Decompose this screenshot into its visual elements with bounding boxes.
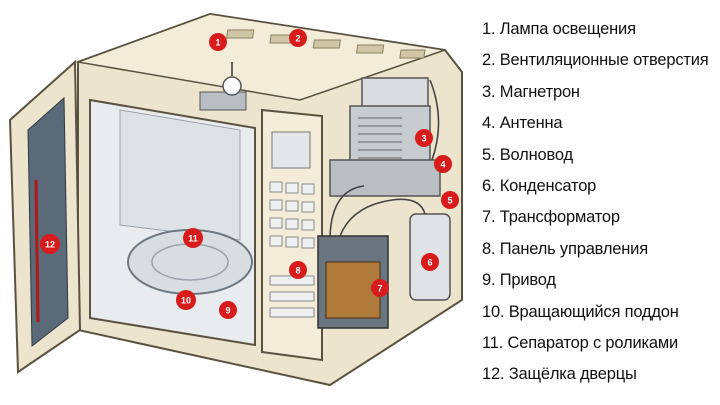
legend-item: 6. Конденсатор [482, 176, 597, 195]
marker-12: 12 [40, 234, 60, 254]
legend-item: 8. Панель управления [482, 239, 648, 258]
panel-buttons [269, 181, 315, 318]
marker-3: 3 [415, 129, 433, 147]
svg-text:12: 12 [45, 240, 55, 250]
legend-item: 7. Трансформатор [482, 208, 620, 227]
svg-text:6: 6 [427, 258, 432, 268]
marker-6: 6 [421, 253, 439, 271]
svg-text:2: 2 [295, 34, 300, 44]
legend: 1. Лампа освещения 2. Вентиляционные отв… [482, 14, 709, 391]
marker-2: 2 [289, 29, 307, 47]
marker-1: 1 [209, 33, 227, 51]
marker-8: 8 [289, 261, 307, 279]
legend-item: 5. Волновод [482, 145, 573, 164]
lamp [199, 62, 247, 111]
svg-text:4: 4 [440, 160, 445, 170]
legend-item: 2. Вентиляционные отверстия [482, 51, 709, 70]
markers: 1 2 3 4 5 6 7 8 9 10 11 12 [40, 29, 459, 319]
marker-5: 5 [441, 191, 459, 209]
svg-text:3: 3 [421, 134, 426, 144]
legend-item: 4. Антенна [482, 114, 563, 133]
legend-item: 10. Вращающийся поддон [482, 302, 679, 321]
cavity-back-wall [119, 109, 241, 241]
legend-item: 12. Защёлка дверцы [482, 365, 637, 384]
svg-text:5: 5 [447, 196, 452, 206]
legend-item: 3. Магнетрон [482, 82, 580, 101]
panel-display [271, 131, 311, 169]
microwave-diagram: 1 2 3 4 5 6 7 8 9 10 11 12 [8, 12, 463, 387]
svg-text:9: 9 [225, 306, 230, 316]
wiring [329, 79, 440, 237]
waveguide [329, 159, 441, 197]
legend-item: 9. Привод [482, 271, 556, 290]
marker-10: 10 [176, 290, 196, 310]
marker-9: 9 [219, 301, 237, 319]
svg-text:11: 11 [188, 234, 198, 244]
legend-item: 11. Сепаратор с роликами [482, 333, 678, 352]
svg-text:7: 7 [377, 284, 382, 294]
marker-7: 7 [371, 279, 389, 297]
legend-item: 1. Лампа освещения [482, 20, 636, 38]
door-mesh [27, 96, 69, 348]
magnetron [349, 77, 431, 171]
svg-text:1: 1 [215, 38, 220, 48]
ventilation-slots [226, 29, 426, 59]
marker-4: 4 [434, 155, 452, 173]
svg-text:10: 10 [181, 296, 191, 306]
svg-text:8: 8 [295, 266, 300, 276]
door-latch [34, 179, 40, 323]
marker-11: 11 [183, 228, 203, 248]
